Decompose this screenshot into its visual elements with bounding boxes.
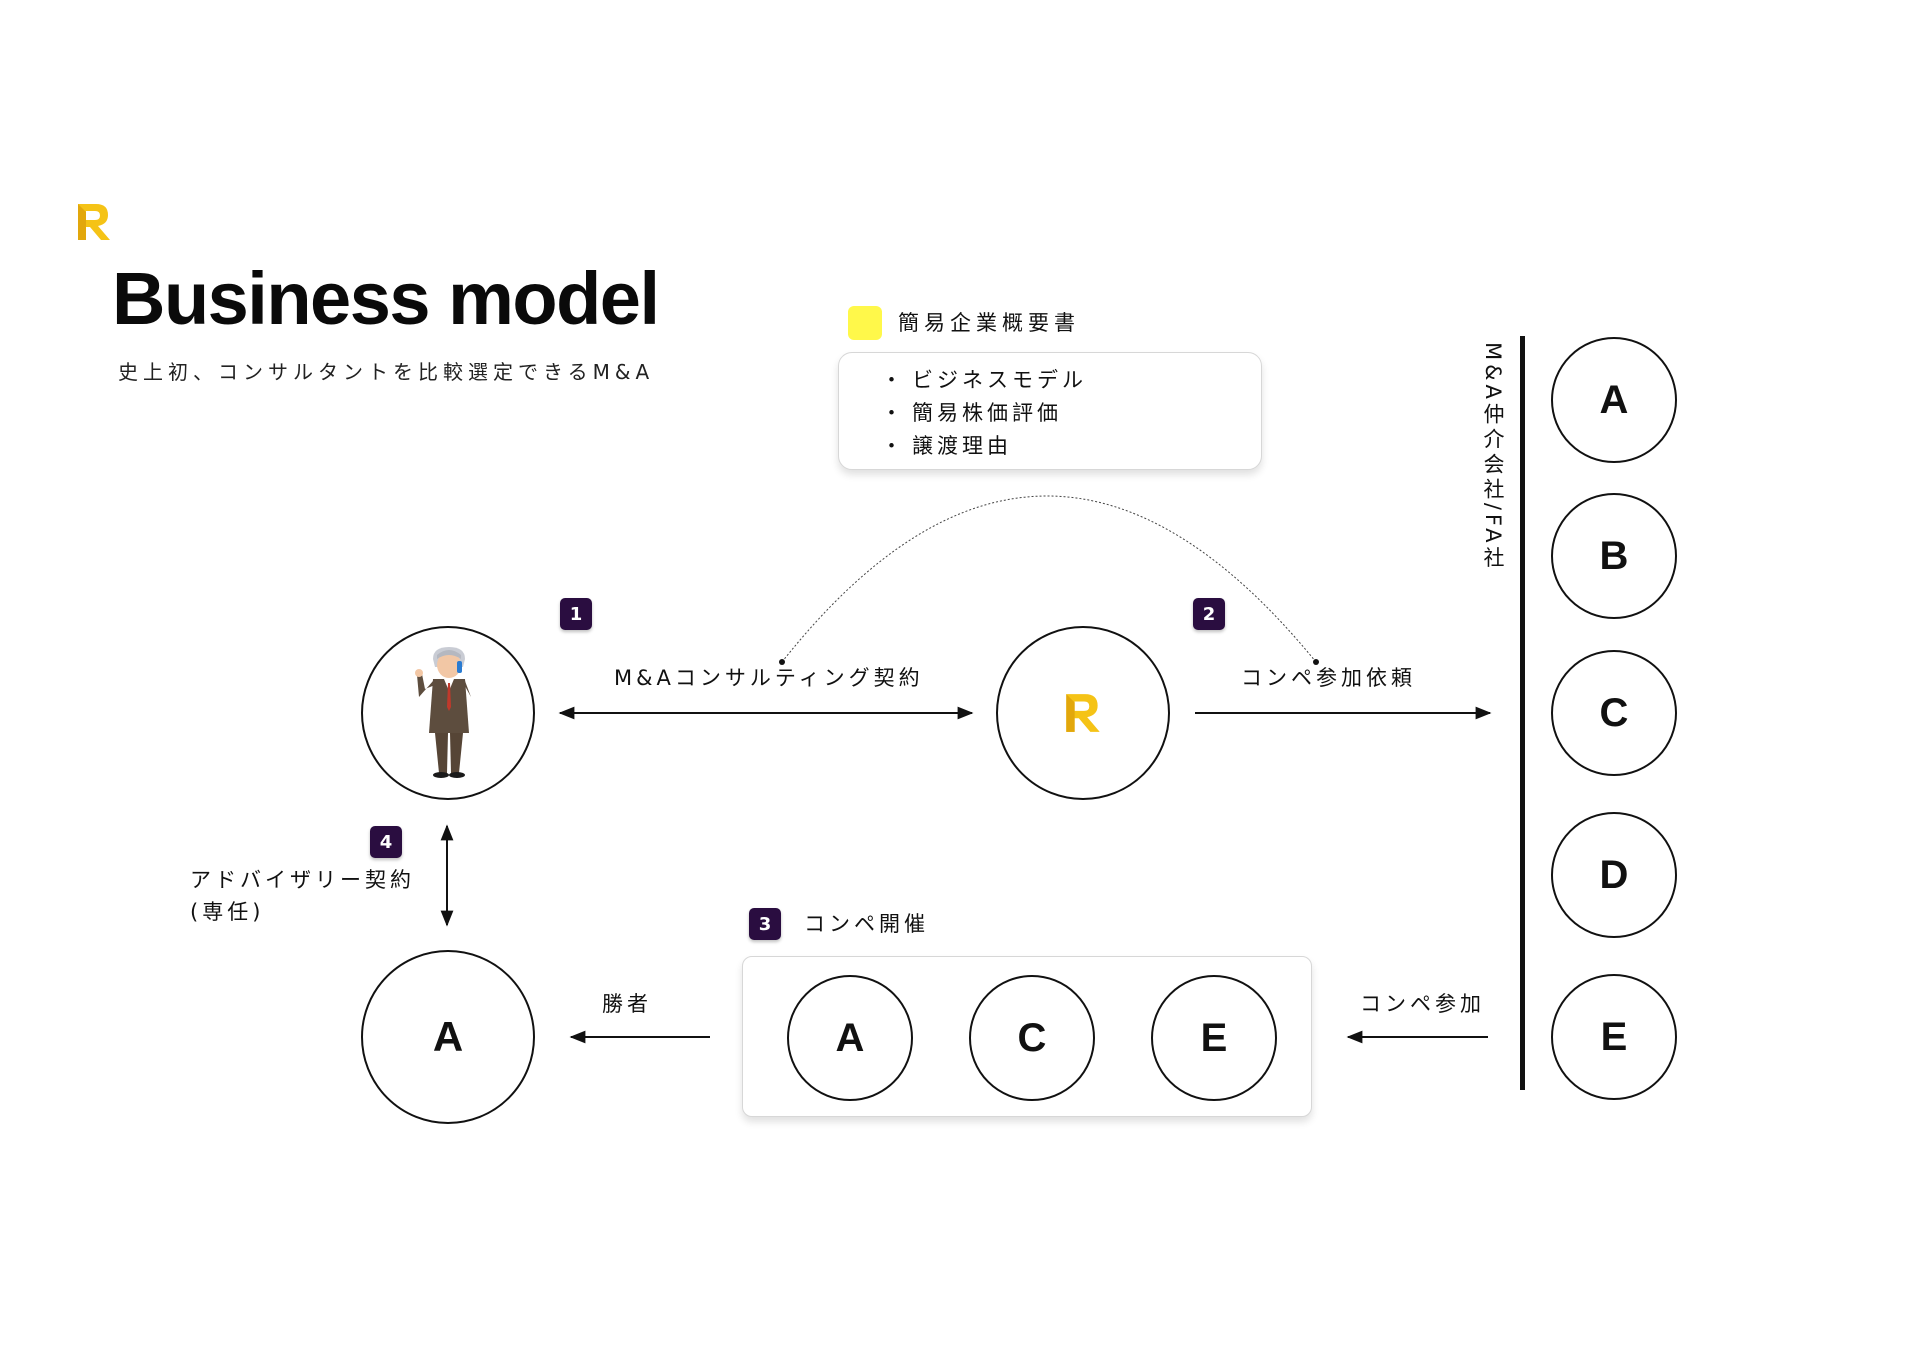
arc-endpoint bbox=[779, 659, 785, 665]
summary-item: ・ビジネスモデル bbox=[881, 368, 1087, 392]
consulting-contract-label: M&Aコンサルティング契約 bbox=[614, 666, 924, 690]
firm-node: E bbox=[1551, 974, 1677, 1100]
page-title: Business model bbox=[112, 257, 660, 340]
platform-node bbox=[996, 626, 1170, 800]
competition-label: コンペ開催 bbox=[804, 912, 929, 936]
arc-endpoint bbox=[1313, 659, 1319, 665]
firm-node: D bbox=[1551, 812, 1677, 938]
step-badge-3: 3 bbox=[749, 908, 781, 940]
step-badge-2: 2 bbox=[1193, 598, 1225, 630]
firm-node: A bbox=[1551, 337, 1677, 463]
participant-node: E bbox=[1151, 975, 1277, 1101]
page-subtitle: 史上初、コンサルタントを比較選定できるM&A bbox=[118, 360, 655, 384]
participant-node: A bbox=[787, 975, 913, 1101]
advisory-contract-label: アドバイザリー契約 bbox=[190, 868, 415, 892]
firms-divider bbox=[1520, 336, 1525, 1090]
participant-node: C bbox=[969, 975, 1095, 1101]
firm-node: C bbox=[1551, 650, 1677, 776]
step-badge-4: 4 bbox=[370, 826, 402, 858]
document-flow-arc bbox=[781, 495, 1317, 663]
summary-box: ・ビジネスモデル ・簡易株価評価 ・譲渡理由 bbox=[838, 352, 1262, 470]
invitation-label: コンペ参加依頼 bbox=[1241, 666, 1416, 690]
winner-label: 勝者 bbox=[602, 992, 652, 1016]
summary-item: ・簡易株価評価 bbox=[881, 401, 1062, 425]
legend-swatch bbox=[848, 306, 882, 340]
r-logo-icon bbox=[1066, 694, 1100, 732]
advisory-contract-sublabel: (専任) bbox=[190, 900, 265, 924]
participation-label: コンペ参加 bbox=[1360, 992, 1485, 1016]
brand-logo-icon bbox=[78, 204, 110, 240]
firm-node: B bbox=[1551, 493, 1677, 619]
step-badge-1: 1 bbox=[560, 598, 592, 630]
firms-group-label: M&A仲介会社/FA社 bbox=[1481, 342, 1505, 572]
winner-node: A bbox=[361, 950, 535, 1124]
summary-item: ・譲渡理由 bbox=[881, 434, 1012, 458]
businessman-on-phone-icon bbox=[415, 647, 471, 778]
legend-label: 簡易企業概要書 bbox=[898, 311, 1080, 335]
client-node bbox=[361, 626, 535, 800]
